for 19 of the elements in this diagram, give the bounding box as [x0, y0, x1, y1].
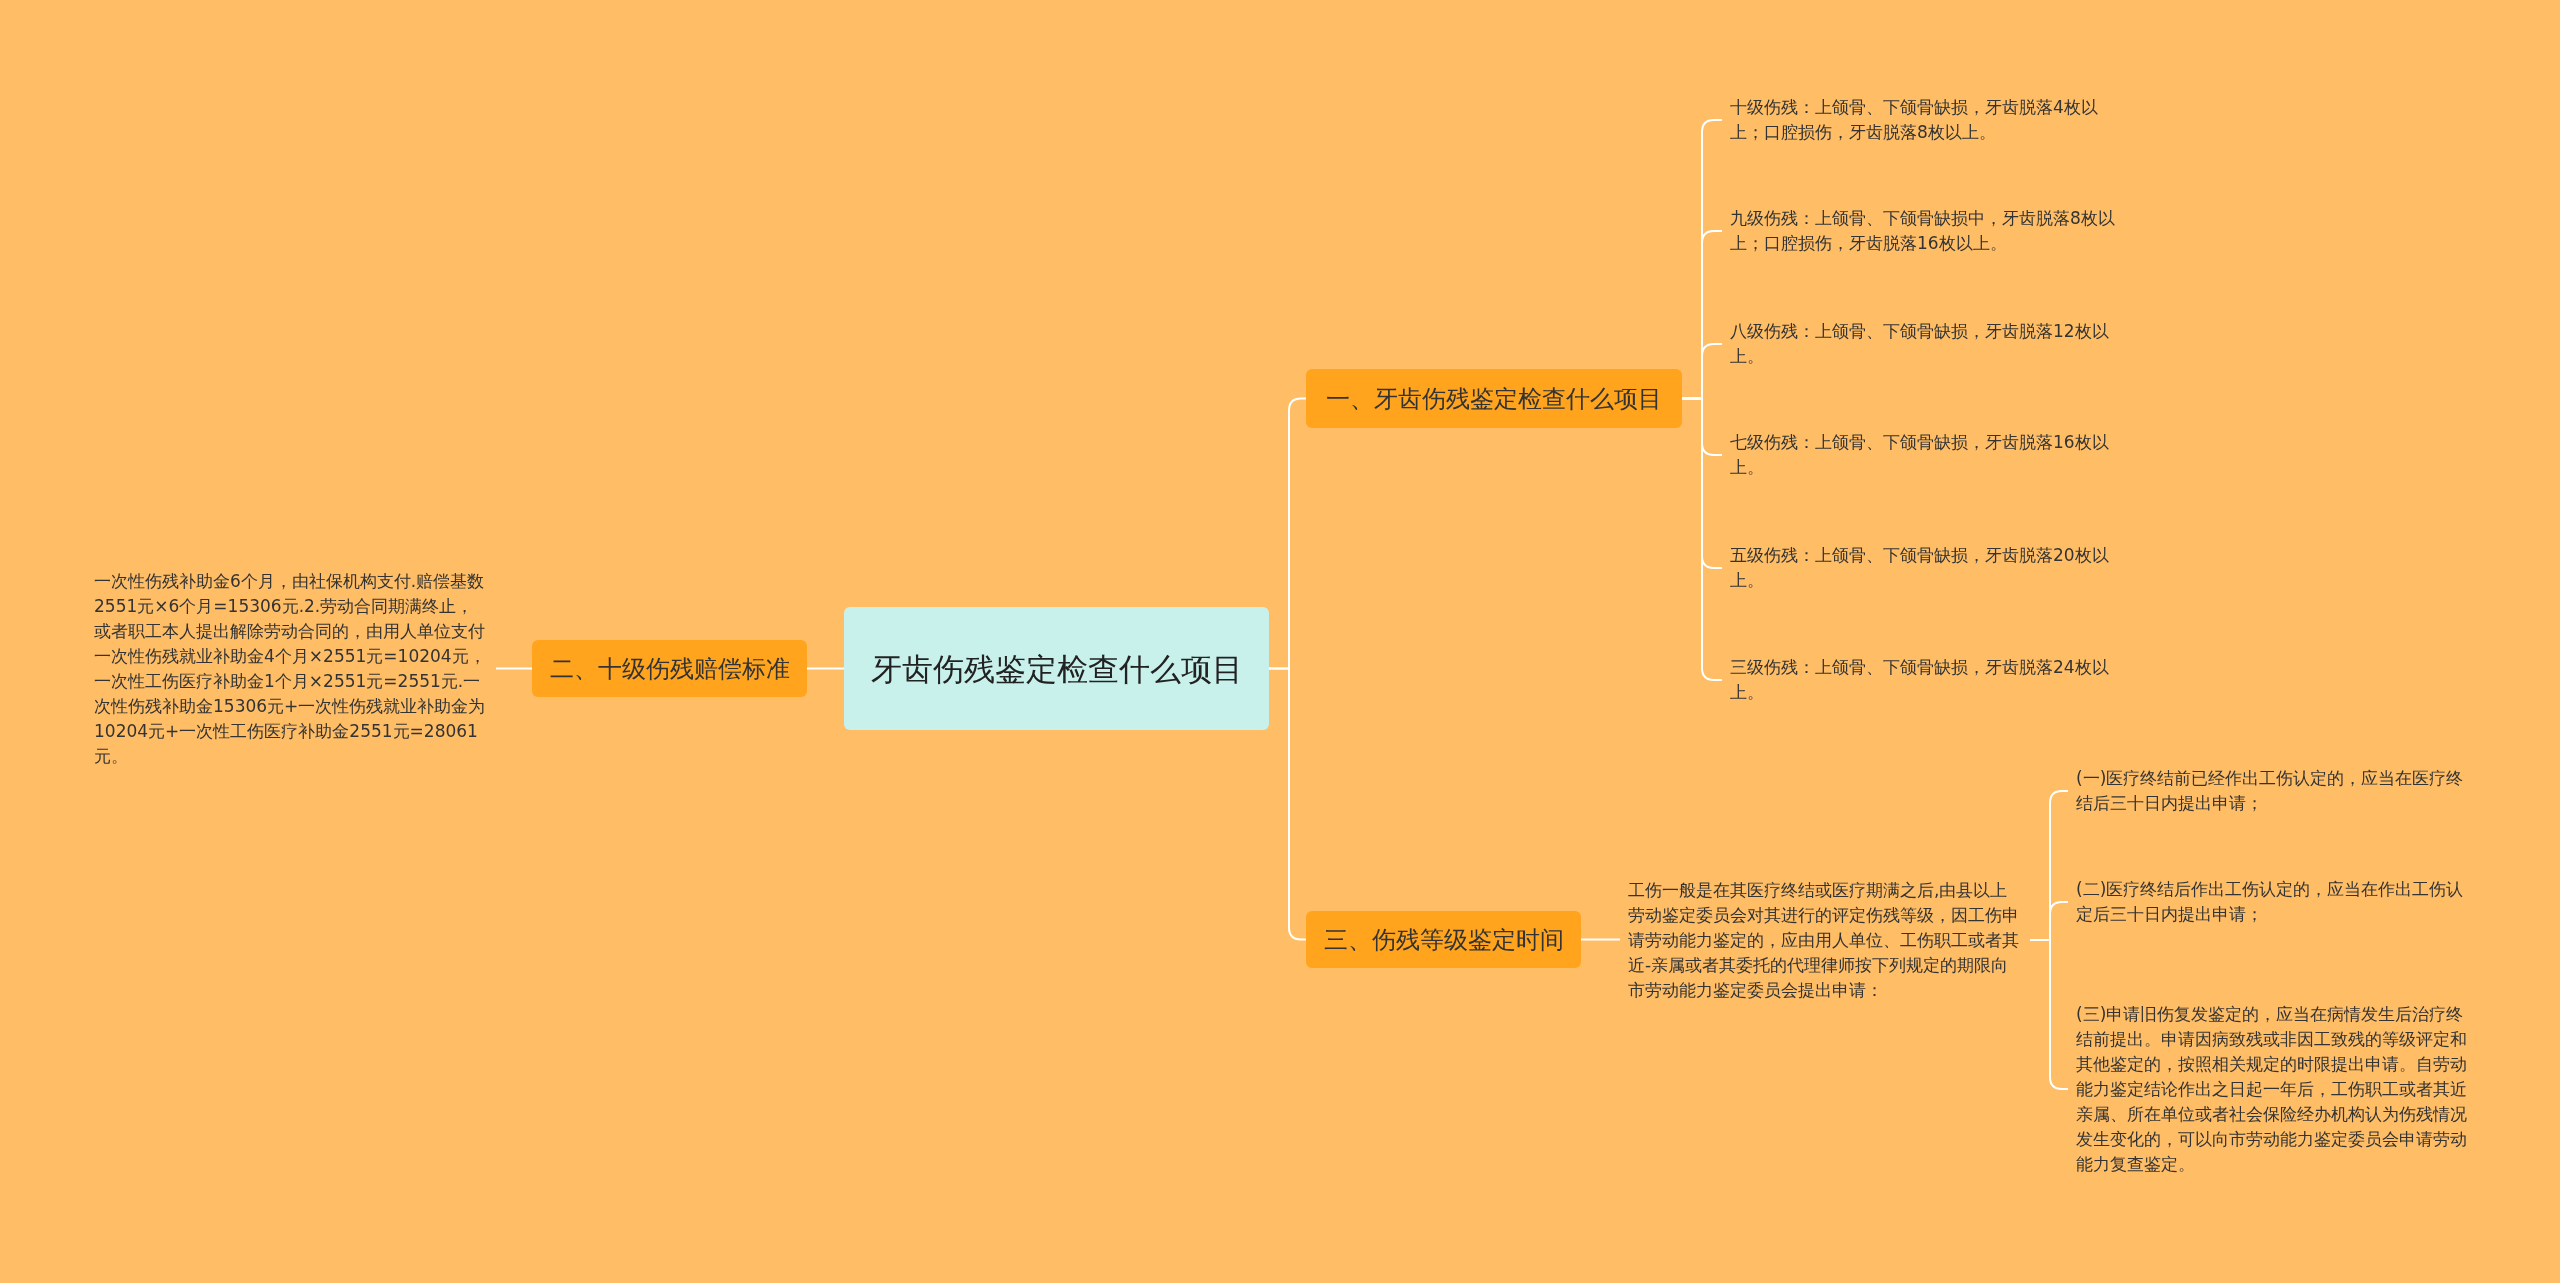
topic-box: 一、牙齿伤残鉴定检查什么项目 [1306, 369, 1682, 428]
note-text: 三级伤残：上颌骨、下颌骨缺损，牙齿脱落24枚以上。 [1722, 652, 2132, 708]
note-text: 八级伤残：上颌骨、下颌骨缺损，牙齿脱落12枚以上。 [1722, 316, 2132, 372]
note-text: 十级伤残：上颌骨、下颌骨缺损，牙齿脱落4枚以上；口腔损伤，牙齿脱落8枚以上。 [1722, 92, 2132, 148]
note-text: 一次性伤残补助金6个月，由社保机构支付.赔偿基数2551元×6个月=15306元.2.劳动合同期满终止，或者职工本人提出解除劳动合同的，由用人单位支付一次性伤残就业补助金4个月×2551元=10204元，一次性工伤医疗补助金1个月×2551元=2551元.一次性伤残补助金15306元+一次性伤残就业补助金为10204元+一次性工伤医疗补助金2551元=28061元。 [86, 553, 496, 785]
note-text: (三)申请旧伤复发鉴定的，应当在病情发生后治疗终结前提出。申请因病致残或非因工致残的等级评定和其他鉴定的，按照相关规定的时限提出申请。自劳动能力鉴定结论作出之日起一年后，工伤职工或者其近亲属、所在单位或者社会保险经办机构认为伤残情况发生变化的，可以向市劳动能力鉴定委员会申请劳动能力复查鉴定。 [2068, 984, 2478, 1194]
topic-box: 三、伤残等级鉴定时间 [1306, 911, 1581, 968]
note-text: 五级伤残：上颌骨、下颌骨缺损，牙齿脱落20枚以上。 [1722, 540, 2132, 596]
note-text: 工伤一般是在其医疗终结或医疗期满之后,由县以上劳动鉴定委员会对其进行的评定伤残等级，因工伤申请劳动能力鉴定的，应由用人单位、工伤职工或者其近-亲属或者其委托的代理律师按下列规定的期限向市劳动能力鉴定委员会提出申请： [1620, 862, 2030, 1018]
connector-line [806, 667, 845, 670]
connector-line [1580, 938, 1621, 941]
note-text: (一)医疗终结前已经作出工伤认定的，应当在医疗终结后三十日内提出申请； [2068, 763, 2478, 819]
note-text: 七级伤残：上颌骨、下颌骨缺损，牙齿脱落16枚以上。 [1722, 427, 2132, 483]
topic-box: 二、十级伤残赔偿标准 [532, 640, 807, 697]
connector-line [1681, 397, 1723, 681]
note-text: 九级伤残：上颌骨、下颌骨缺损中，牙齿脱落8枚以上；口腔损伤，牙齿脱落16枚以上。 [1722, 203, 2132, 259]
connector-line [495, 667, 533, 670]
central-topic-box: 牙齿伤残鉴定检查什么项目 [844, 607, 1269, 730]
note-text: (二)医疗终结后作出工伤认定的，应当在作出工伤认定后三十日内提出申请； [2068, 874, 2478, 930]
